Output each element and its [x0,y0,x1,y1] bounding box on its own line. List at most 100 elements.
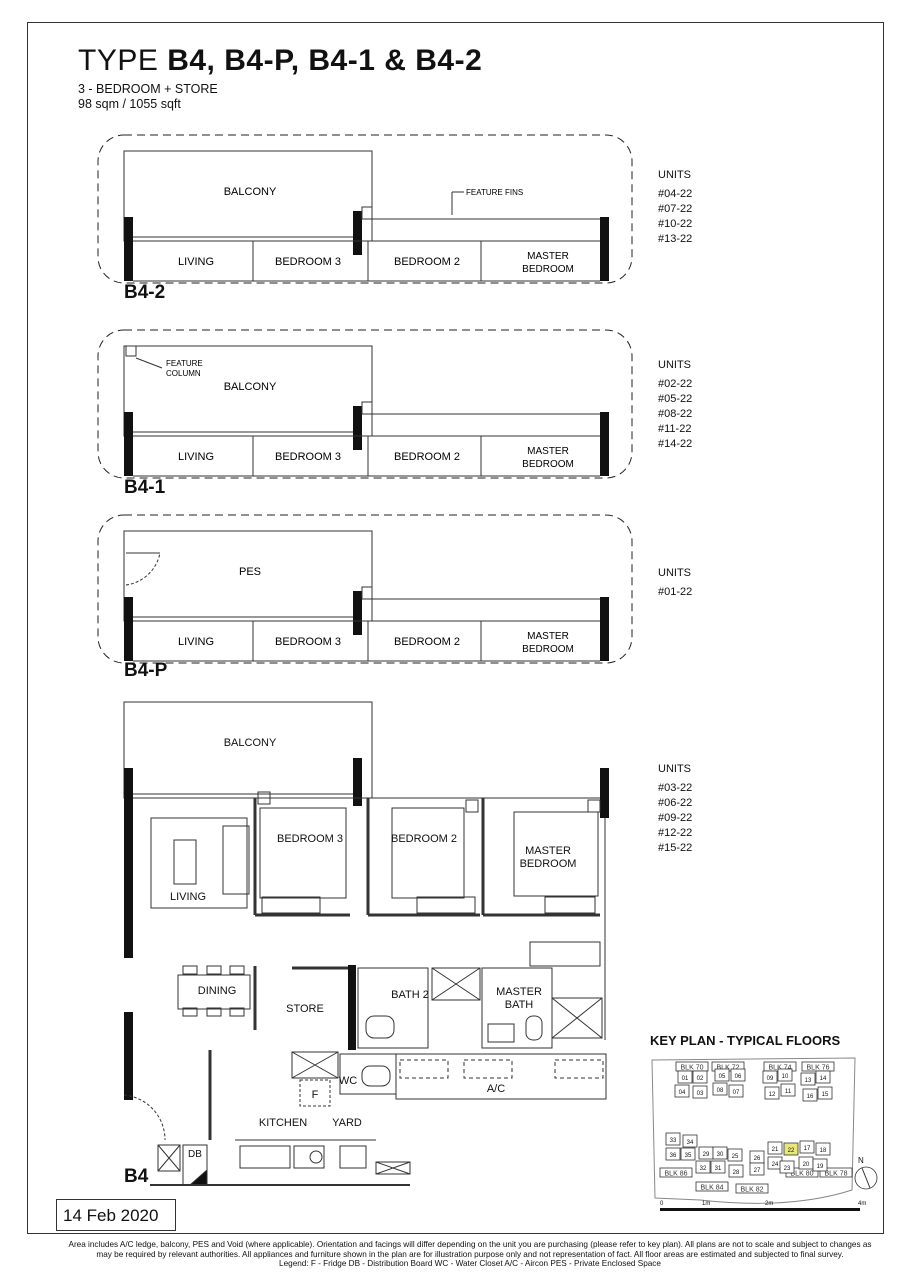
plan-label-b4: B4 [124,1166,149,1187]
subtitle-area: 98 sqm / 1055 sqft [78,97,181,111]
unit-number: #11-22 [658,423,692,435]
block-unit-shape [777,1068,793,1082]
scale-label: 1m [702,1201,710,1207]
block-unit-shape [682,1134,698,1148]
block-unit-number: 01 [682,1076,689,1082]
block-label: BLK 86 [665,1171,688,1178]
unit-number: #02-22 [658,378,693,390]
disclaimer-line-1: Area includes A/C ledge, balcony, PES an… [68,1240,872,1249]
block-label: BLK 84 [701,1185,724,1192]
fridge-label: F [312,1089,319,1101]
block-unit-number: 11 [785,1089,792,1095]
block-unit-number: 17 [804,1146,811,1152]
unit-number: #14-22 [658,438,693,450]
date-stamp: 14 Feb 2020 [56,1199,176,1231]
plan-label-b4-2: B4-2 [124,282,166,303]
unit-number: #09-22 [658,812,693,824]
disclaimer-line-2: may be required by relevant authorities.… [96,1249,844,1259]
block-unit-number: 12 [769,1092,776,1098]
block-unit-number: 05 [719,1074,726,1080]
block-unit-shape [674,1084,690,1098]
room-bedroom-3: BEDROOM 3 [275,636,341,648]
block-unit-number: 14 [820,1076,827,1082]
units-title: UNITS [658,567,691,579]
room-dining: DINING [198,985,237,997]
unit-number: #15-22 [658,842,693,854]
scale-label: 4m [858,1201,866,1207]
block-unit-shape [779,1160,795,1174]
room-bedroom-2: BEDROOM 2 [394,636,460,648]
block-unit-number: 19 [817,1164,824,1170]
unit-number: #08-22 [658,408,693,420]
block-unit-number: 13 [805,1078,812,1084]
room-bedroom-2: BEDROOM 2 [394,451,460,463]
block-unit-shape [714,1068,730,1082]
compass-needle [861,1167,871,1189]
scale-label: 2m [765,1201,773,1207]
block-unit-shape [799,1140,815,1154]
room-wc: WC [339,1075,357,1087]
block-unit-shape [692,1085,708,1099]
room-bedroom: BEDROOM [520,858,577,870]
room-balcony: BALCONY [224,737,277,749]
block-label: BLK 74 [769,1065,792,1072]
room-master: MASTER [525,845,571,857]
block-label: BLK 76 [807,1065,830,1072]
plan-label-b4-1: B4-1 [124,477,166,498]
room-bedroom-3: BEDROOM 3 [275,451,341,463]
room-bedroom-2: BEDROOM 2 [394,256,460,268]
room-bedroom: BEDROOM [522,459,574,470]
block-label: BLK 82 [741,1187,764,1194]
block-unit-shape [783,1142,799,1156]
block-unit-number: 31 [715,1166,722,1172]
block-unit-number: 35 [685,1153,692,1159]
block-unit-shape [730,1068,746,1082]
outdoor-label: BALCONY [224,186,277,198]
block-unit-number: 25 [732,1154,739,1160]
block-unit-shape [712,1082,728,1096]
room-master: MASTER [527,251,569,262]
block-unit-shape [749,1162,765,1176]
room-store: STORE [286,1003,324,1015]
plan-b4-2: BALCONY FEATURE FINS LIVING BEDROOM 3 BE… [97,134,633,284]
feature-column-note: FEATURE [166,359,203,368]
block-label: BLK 78 [825,1171,848,1178]
plan-b4-p: PES LIVING BEDROOM 3 BEDROOM 2 MASTER BE… [97,514,633,664]
north-label: N [858,1156,864,1165]
compass-icon [854,1166,878,1190]
block-unit-number: 10 [782,1074,789,1080]
room-bedroom: BEDROOM [522,264,574,275]
room-living: LIVING [178,451,214,463]
footer-disclaimer: Area includes A/C ledge, balcony, PES an… [40,1240,900,1269]
block-unit-shape [680,1147,696,1161]
room-bath-2: BATH 2 [391,989,429,1001]
block-unit-shape [665,1147,681,1161]
block-unit-number: 18 [820,1148,827,1154]
room-bedroom-3: BEDROOM 3 [275,256,341,268]
block-unit-shape [728,1084,744,1098]
block-unit-number: 02 [697,1076,704,1082]
block-unit-number: 26 [754,1156,761,1162]
block-unit-number: 27 [754,1168,761,1174]
unit-number: #05-22 [658,393,693,405]
title-types: B4, B4-P, B4-1 & B4-2 [167,44,483,77]
units-list-b4: UNITS #03-22 #06-22 #09-22 #12-22 #15-22 [658,762,692,856]
room-master: MASTER [527,631,569,642]
plan-label-b4-p: B4-P [124,660,168,681]
block-unit-number: 29 [703,1152,710,1158]
block-unit-shape [762,1070,778,1084]
block-unit-number: 09 [767,1076,774,1082]
key-plan-title: KEY PLAN - TYPICAL FLOORS [650,1033,841,1048]
unit-number: #06-22 [658,797,693,809]
subtitle-rooms: 3 - BEDROOM + STORE [78,82,218,96]
page-frame [27,22,884,1234]
block-unit-number: 24 [772,1162,779,1168]
aircon-label: A/C [487,1083,505,1095]
unit-number: #03-22 [658,782,693,794]
block-unit-number: 28 [733,1170,740,1176]
feature-column-note-2: COLUMN [166,369,201,378]
plan-b4-labels: BALCONY LIVING BEDROOM 3 BEDROOM 2 MASTE… [170,737,576,1160]
feature-fins-note: FEATURE FINS [466,188,523,197]
